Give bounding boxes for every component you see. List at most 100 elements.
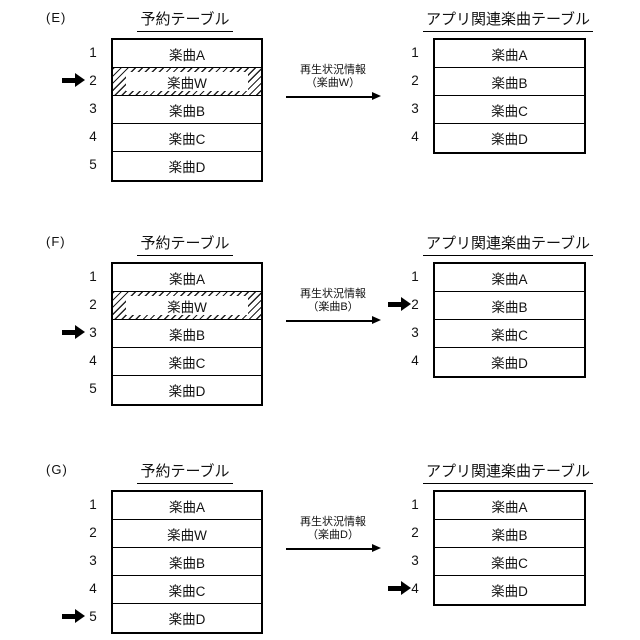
table-row: 楽曲C — [435, 548, 584, 576]
hatched-row-label: 楽曲W — [126, 72, 248, 91]
table-row: 楽曲D — [435, 576, 584, 604]
row-number: 4 — [89, 128, 97, 144]
reservation-row-numbers: 1 2 3 4 5 — [80, 490, 106, 630]
table-row: 楽曲D — [435, 124, 584, 152]
row-pointer-icon — [62, 73, 85, 87]
flow-label-song: （楽曲W） — [305, 77, 361, 89]
app-table-title: アプリ関連楽曲テーブル — [398, 8, 618, 32]
row-number: 4 — [411, 580, 419, 596]
table-row: 楽曲A — [435, 264, 584, 292]
table-title-text: アプリ関連楽曲テーブル — [422, 460, 594, 484]
section-label: (G) — [46, 462, 68, 477]
row-pointer-icon — [388, 297, 411, 311]
app-row-numbers: 1 2 3 4 — [402, 490, 428, 602]
row-number: 1 — [411, 44, 419, 60]
table-row: 楽曲C — [113, 576, 261, 604]
flow-label-song: （楽曲B） — [307, 301, 359, 313]
row-number: 1 — [411, 496, 419, 512]
table-row: 楽曲B — [435, 520, 584, 548]
app-row-numbers: 1 2 3 4 — [402, 262, 428, 374]
reservation-table-title: 予約テーブル — [104, 8, 266, 32]
row-number: 4 — [89, 352, 97, 368]
row-number: 5 — [89, 380, 97, 396]
table-row: 楽曲C — [435, 96, 584, 124]
table-row: 楽曲C — [113, 348, 261, 376]
row-number: 3 — [89, 100, 97, 116]
table-row: 楽曲C — [435, 320, 584, 348]
flow-label: 再生状況情報 — [300, 64, 366, 76]
reservation-row-numbers: 1 2 3 4 5 — [80, 38, 106, 178]
table-title-text: アプリ関連楽曲テーブル — [422, 232, 594, 256]
reservation-table: 楽曲A 楽曲W 楽曲B 楽曲C 楽曲D — [111, 262, 263, 406]
row-number: 3 — [89, 324, 97, 340]
table-row: 楽曲A — [113, 492, 261, 520]
row-number: 3 — [89, 552, 97, 568]
row-number: 1 — [411, 268, 419, 284]
table-title-text: 予約テーブル — [137, 232, 233, 256]
table-title-text: アプリ関連楽曲テーブル — [422, 8, 594, 32]
flow-connector: 再生状況情報 （楽曲D） — [286, 516, 381, 554]
flow-label: 再生状況情報 — [300, 516, 366, 528]
row-number: 3 — [411, 100, 419, 116]
row-number: 1 — [89, 496, 97, 512]
section-e: (E) 予約テーブル 1 2 3 4 5 楽曲A 楽曲W 楽曲B 楽曲C 楽曲D… — [0, 8, 640, 220]
row-pointer-icon — [62, 325, 85, 339]
table-row: 楽曲D — [113, 152, 261, 180]
reservation-table-title: 予約テーブル — [104, 460, 266, 484]
flow-label-song: （楽曲D） — [307, 529, 359, 541]
flow-label: 再生状況情報 — [300, 288, 366, 300]
table-row: 楽曲B — [113, 96, 261, 124]
row-number: 4 — [89, 580, 97, 596]
section-g: (G) 予約テーブル 1 2 3 4 5 楽曲A 楽曲W 楽曲B 楽曲C 楽曲D… — [0, 460, 640, 640]
table-row: 楽曲B — [435, 68, 584, 96]
table-row: 楽曲D — [113, 376, 261, 404]
table-title-text: 予約テーブル — [137, 8, 233, 32]
section-f: (F) 予約テーブル 1 2 3 4 5 楽曲A 楽曲W 楽曲B 楽曲C 楽曲D… — [0, 232, 640, 444]
flow-connector: 再生状況情報 （楽曲W） — [286, 64, 381, 102]
right-arrow-icon — [286, 544, 381, 554]
row-number: 2 — [411, 296, 419, 312]
table-row: 楽曲B — [435, 292, 584, 320]
table-row: 楽曲W — [113, 520, 261, 548]
row-number: 1 — [89, 44, 97, 60]
app-music-table: 楽曲A 楽曲B 楽曲C 楽曲D — [433, 490, 586, 606]
row-number: 5 — [89, 156, 97, 172]
section-label: (F) — [46, 234, 66, 249]
row-number: 4 — [411, 128, 419, 144]
reservation-row-numbers: 1 2 3 4 5 — [80, 262, 106, 402]
table-row: 楽曲D — [113, 604, 261, 632]
app-table-title: アプリ関連楽曲テーブル — [398, 232, 618, 256]
row-number: 4 — [411, 352, 419, 368]
row-number: 3 — [411, 552, 419, 568]
row-number: 5 — [89, 608, 97, 624]
row-number: 1 — [89, 268, 97, 284]
app-music-table: 楽曲A 楽曲B 楽曲C 楽曲D — [433, 262, 586, 378]
section-label: (E) — [46, 10, 67, 25]
hatched-row-label: 楽曲W — [126, 296, 248, 315]
right-arrow-icon — [286, 316, 381, 326]
app-row-numbers: 1 2 3 4 — [402, 38, 428, 150]
table-row: 楽曲A — [435, 40, 584, 68]
row-number: 2 — [89, 524, 97, 540]
table-row: 楽曲A — [113, 40, 261, 68]
reservation-table: 楽曲A 楽曲W 楽曲B 楽曲C 楽曲D — [111, 38, 263, 182]
app-table-title: アプリ関連楽曲テーブル — [398, 460, 618, 484]
table-row: 楽曲D — [435, 348, 584, 376]
row-number: 2 — [411, 72, 419, 88]
right-arrow-icon — [286, 92, 381, 102]
table-row: 楽曲C — [113, 124, 261, 152]
table-row: 楽曲B — [113, 548, 261, 576]
table-row: 楽曲A — [435, 492, 584, 520]
table-row-hatched: 楽曲W — [113, 292, 261, 320]
row-number: 2 — [411, 524, 419, 540]
row-pointer-icon — [388, 581, 411, 595]
table-row: 楽曲A — [113, 264, 261, 292]
row-number: 2 — [89, 296, 97, 312]
row-number: 3 — [411, 324, 419, 340]
row-number: 2 — [89, 72, 97, 88]
table-title-text: 予約テーブル — [137, 460, 233, 484]
table-row-hatched: 楽曲W — [113, 68, 261, 96]
reservation-table: 楽曲A 楽曲W 楽曲B 楽曲C 楽曲D — [111, 490, 263, 634]
flow-connector: 再生状況情報 （楽曲B） — [286, 288, 381, 326]
